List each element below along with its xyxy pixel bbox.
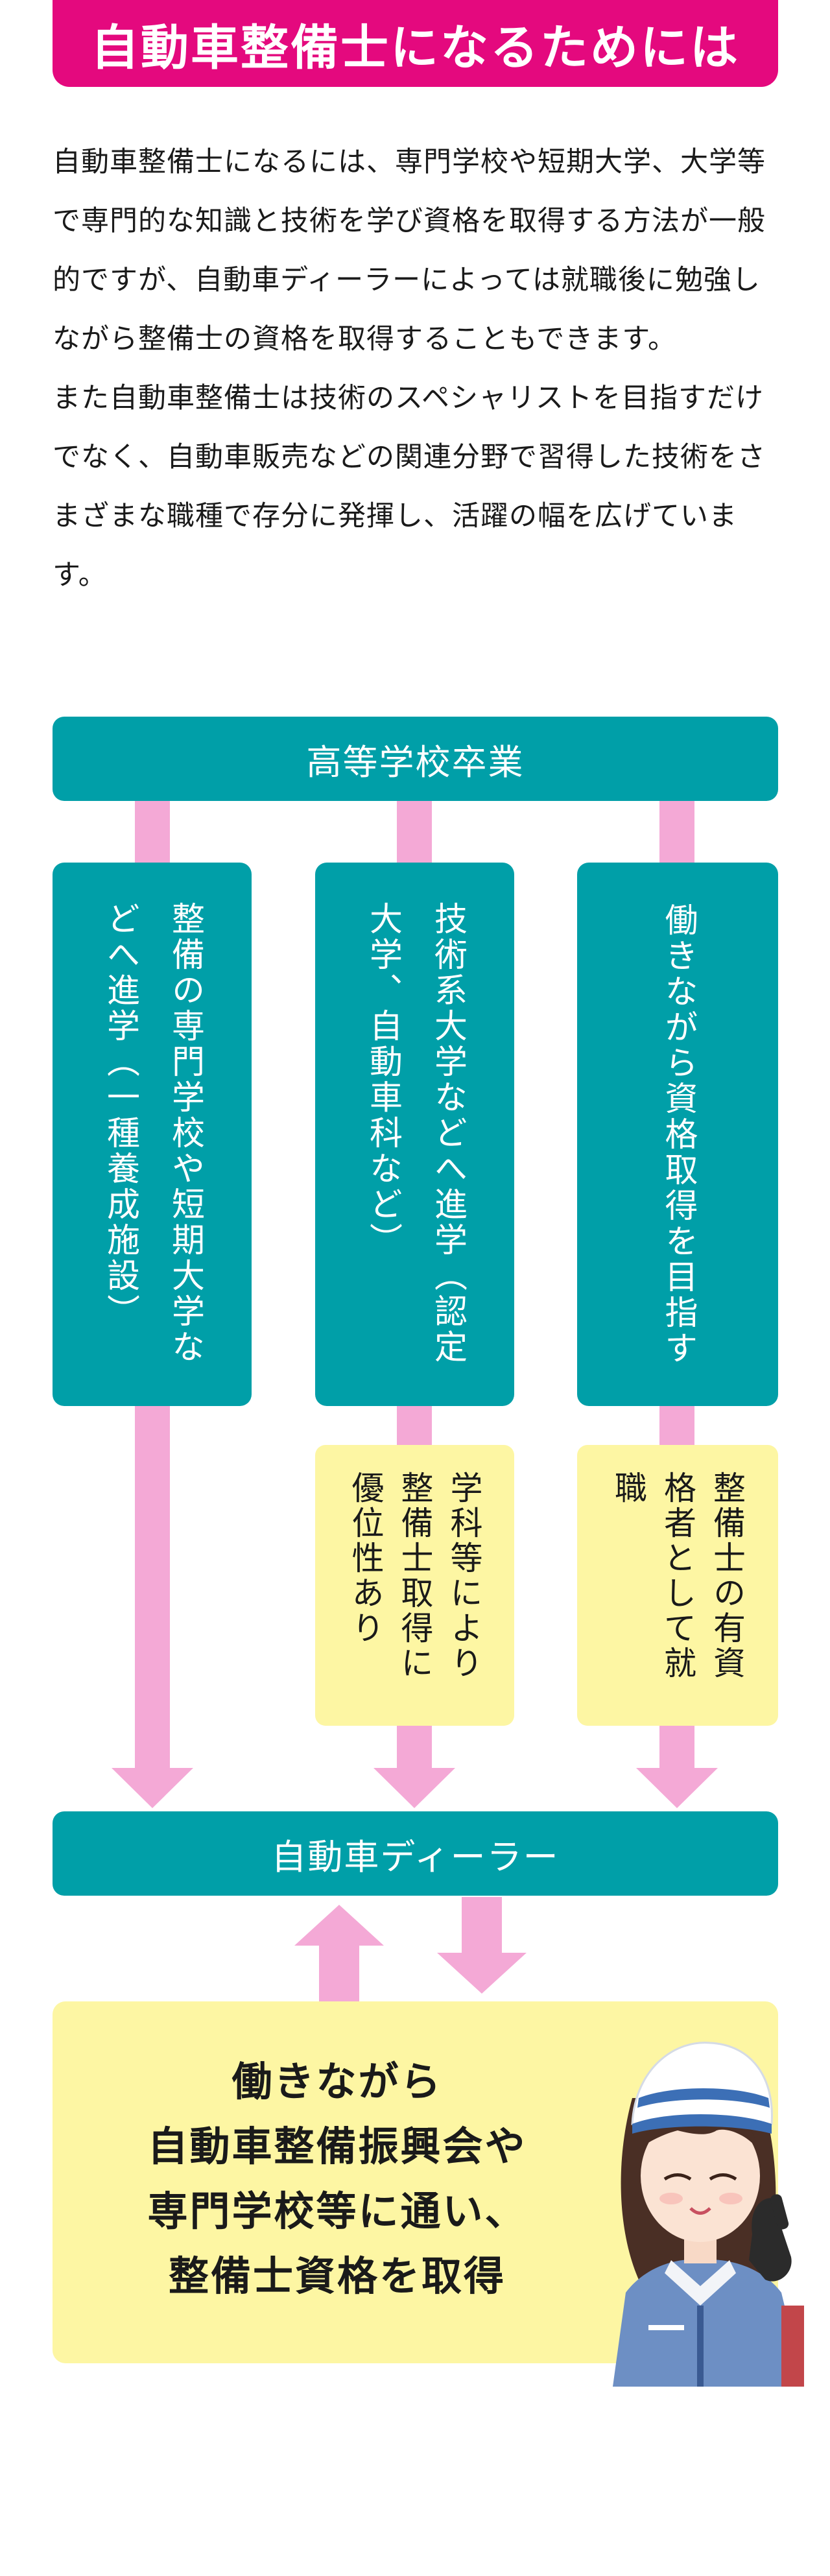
connector (135, 801, 170, 863)
connector (397, 801, 432, 863)
bottom-line: 自動車整備振興会や (147, 2123, 527, 2170)
connector (659, 1726, 694, 1769)
connector (659, 801, 694, 863)
mechanic-illustration (613, 2042, 804, 2387)
connector (397, 1406, 432, 1445)
page-title: 自動車整備士になるためには (53, 0, 778, 87)
connector (659, 1406, 694, 1445)
intro-text: 自動車整備士になるには、専門学校や短期大学、大学等で専門的な知識と技術を学び資格… (53, 133, 778, 605)
note-label: 整備士の有資格者として就職 (610, 1471, 746, 1681)
loop-arrows (294, 1897, 527, 2001)
path-label: 働きながら資格取得を目指す (659, 902, 697, 1366)
down-arrow-icon (374, 1768, 455, 1808)
flow-start-box: 高等学校卒業 (53, 717, 778, 801)
flow-dealer-box: 自動車ディーラー (53, 1811, 778, 1896)
intro-paragraph-2: また自動車整備士は技術のスペシャリストを目指すだけでなく、自動車販売などの関連分… (53, 382, 766, 591)
connector (135, 1406, 170, 1769)
bottom-line: 整備士資格を取得 (168, 2252, 506, 2300)
path-box-work-and-study: 働きながら資格取得を目指す (577, 863, 778, 1406)
path-box-vocational-school: 整備の専門学校や短期大学などへ進学（一種養成施設） (53, 863, 252, 1406)
path-label: 技術系大学などへ進学（認定大学、自動車科など） (363, 901, 467, 1365)
note-box-advantage: 学科等により整備士取得に優位性あり (315, 1445, 514, 1726)
connector (397, 1726, 432, 1769)
down-arrow-icon (636, 1768, 718, 1808)
bottom-box-text: 働きながら 自動車整備振興会や 専門学校等に通い、 整備士資格を取得 (91, 2049, 584, 2309)
bottom-line: 働きながら (231, 2058, 443, 2105)
note-label: 学科等により整備士取得に優位性あり (346, 1471, 483, 1681)
path-box-university: 技術系大学などへ進学（認定大学、自動車科など） (315, 863, 514, 1406)
down-arrow-icon (437, 1897, 527, 1994)
bottom-line: 専門学校等に通い、 (147, 2188, 527, 2235)
intro-paragraph-1: 自動車整備士になるには、専門学校や短期大学、大学等で専門的な知識と技術を学び資格… (53, 146, 766, 355)
note-box-employment: 整備士の有資格者として就職 (577, 1445, 778, 1726)
up-arrow-icon (294, 1905, 384, 2001)
path-label: 整備の専門学校や短期大学などへ進学（一種養成施設） (101, 901, 204, 1365)
down-arrow-icon (112, 1768, 193, 1808)
down-arrow-heads (112, 1768, 718, 1808)
